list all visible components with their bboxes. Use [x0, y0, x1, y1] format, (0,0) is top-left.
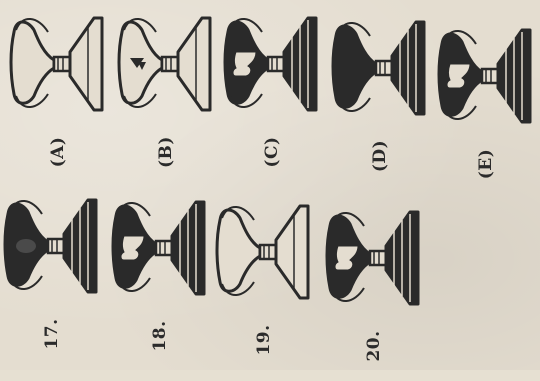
- question-17-label: 17.: [42, 318, 62, 349]
- figure-18-icon: [110, 186, 210, 311]
- figure-17-icon: [2, 184, 102, 309]
- question-18: 18.: [110, 186, 210, 371]
- figure-19-icon: [214, 190, 314, 315]
- figure-20-icon: [324, 196, 424, 321]
- option-a-label: (A): [48, 137, 68, 168]
- option-e[interactable]: (E): [436, 14, 536, 199]
- question-17: 17.: [2, 184, 102, 369]
- question-20-label: 20.: [364, 330, 384, 361]
- option-a[interactable]: (A): [8, 2, 108, 187]
- figure-d-icon: [330, 6, 430, 131]
- figure-c-icon: [222, 2, 322, 127]
- question-20: 20.: [324, 196, 424, 381]
- figure-b-icon: [116, 2, 216, 127]
- option-e-label: (E): [476, 149, 496, 180]
- question-19: 19.: [214, 190, 314, 375]
- option-c-label: (C): [262, 136, 282, 167]
- option-c[interactable]: (C): [222, 2, 322, 187]
- question-19-label: 19.: [254, 324, 274, 355]
- option-b[interactable]: (B): [116, 2, 216, 187]
- option-d[interactable]: (D): [330, 6, 430, 191]
- figure-a-icon: [8, 2, 108, 127]
- figure-e-icon: [436, 14, 536, 139]
- option-b-label: (B): [156, 136, 176, 168]
- worksheet-page: (A) (B) (C) (D) (E) 17. 18. 19. 20.: [0, 0, 540, 370]
- question-18-label: 18.: [150, 320, 170, 351]
- option-d-label: (D): [370, 140, 390, 172]
